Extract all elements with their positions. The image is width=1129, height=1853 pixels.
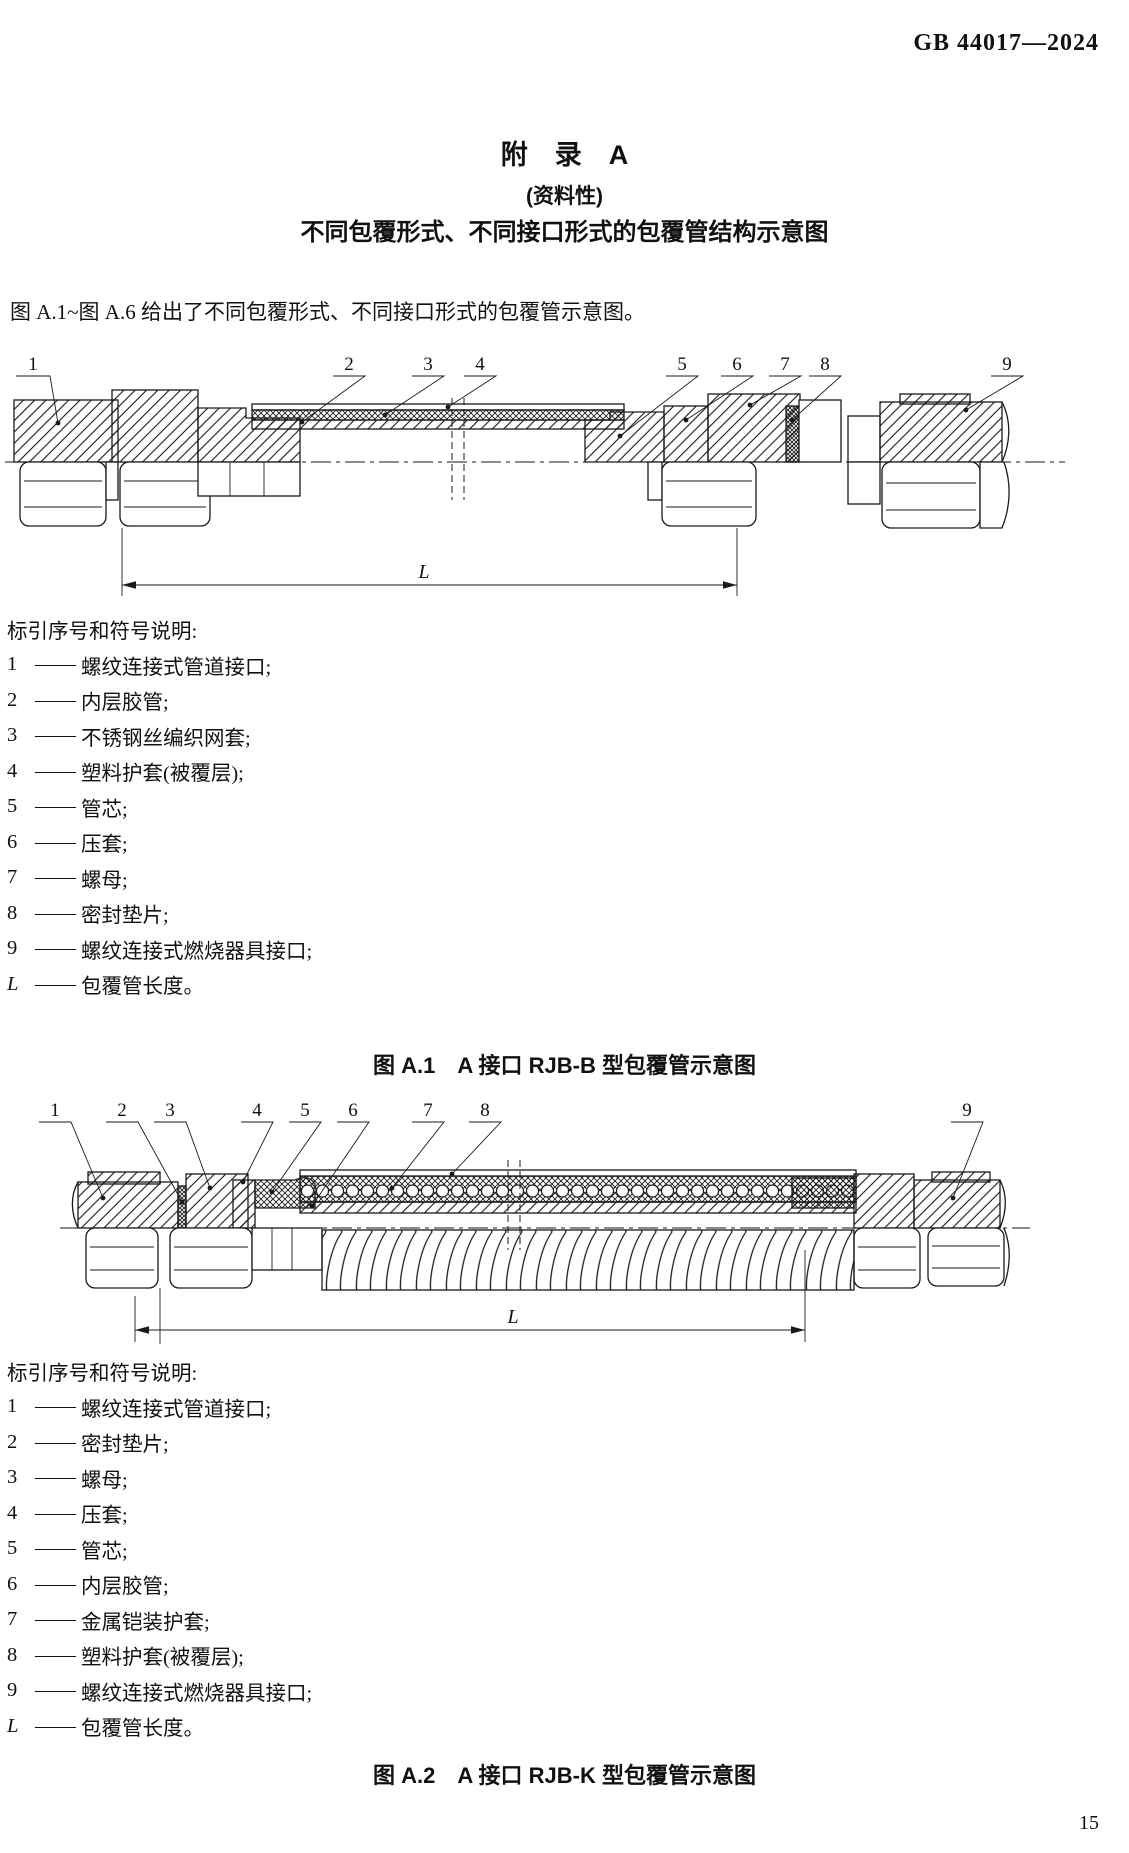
fig2-callout-4: 4	[252, 1100, 262, 1121]
legend-item: 2——内层胶管;	[7, 688, 169, 715]
fig1-callout-8: 8	[820, 354, 830, 375]
fig2-callouts: 1 2 3 4 5 6 7 8 9	[39, 1100, 984, 1209]
legend-item: 9——螺纹连接式燃烧器具接口;	[7, 1679, 313, 1705]
fig1-callout-2: 2	[344, 354, 354, 375]
legend-item: L——包覆管长度。	[7, 1714, 204, 1741]
fig1-dim-label: L	[417, 561, 429, 583]
figure-a1-diagram: L 1 2 3 4 5 6 7 8 9	[5, 354, 1065, 596]
figure-a2-diagram: L 1 2 3 4 5 6 7 8 9	[39, 1100, 1030, 1344]
legend-item: 6——压套;	[7, 830, 128, 857]
fig2-right-end-fitting	[791, 1171, 1006, 1229]
legend-item: 8——密封垫片;	[7, 901, 169, 928]
appendix-kind: (资料性)	[526, 185, 603, 208]
fig2-break-marks	[507, 1160, 521, 1250]
legend-item: 3——不锈钢丝编织网套;	[7, 724, 251, 750]
fig2-legend-title: 标引序号和符号说明:	[7, 1362, 198, 1385]
fig1-hex-nuts	[19, 461, 1010, 529]
legend-item: 2——密封垫片;	[7, 1430, 169, 1457]
fig1-caption: 图 A.1 A 接口 RJB-B 型包覆管示意图	[373, 1053, 756, 1078]
fig2-callout-5: 5	[300, 1100, 310, 1121]
fig1-legend: 标引序号和符号说明: 1——螺纹连接式管道接口; 2——内层胶管; 3——不锈钢…	[7, 610, 312, 1002]
fig2-callout-8: 8	[480, 1100, 490, 1121]
appendix-title: 不同包覆形式、不同接口形式的包覆管结构示意图	[300, 219, 829, 246]
legend-item: 8——塑料护套(被覆层);	[7, 1643, 244, 1670]
fig1-callout-3: 3	[423, 354, 433, 375]
fig1-callout-9: 9	[1002, 354, 1012, 375]
fig1-callouts: 1 2 3 4 5 6 7 8 9	[16, 354, 1025, 439]
legend-item: 7——金属铠装护套;	[7, 1608, 210, 1634]
fig1-length-dimension: L	[121, 528, 738, 596]
fig2-left-fitting	[71, 1171, 316, 1229]
fig1-appliance-fitting	[847, 393, 1010, 463]
legend-item: 1——螺纹连接式管道接口;	[7, 653, 272, 679]
fig2-legend: 标引序号和符号说明: 1——螺纹连接式管道接口; 2——密封垫片; 3——螺母;…	[7, 1352, 312, 1744]
fig2-corrugated-hose-exterior	[321, 1229, 855, 1291]
legend-item: 5——管芯;	[7, 795, 128, 821]
fig2-callout-3: 3	[165, 1100, 175, 1121]
fig2-callout-7: 7	[423, 1100, 433, 1121]
fig1-callout-6: 6	[732, 354, 742, 375]
appendix-label: 附 录 A	[500, 140, 629, 170]
legend-item: 6——内层胶管;	[7, 1572, 169, 1599]
fig2-length-dimension: L	[134, 1250, 806, 1342]
fig2-hose-layers	[299, 1169, 857, 1214]
fig2-caption: 图 A.2 A 接口 RJB-K 型包覆管示意图	[373, 1763, 756, 1788]
fig1-callout-5: 5	[677, 354, 687, 375]
fig1-hose-layers	[251, 403, 625, 430]
fig1-legend-title: 标引序号和符号说明:	[7, 620, 198, 643]
legend-item: 9——螺纹连接式燃烧器具接口;	[7, 937, 313, 963]
legend-item: 4——塑料护套(被覆层);	[7, 759, 244, 786]
legend-item: 7——螺母;	[7, 866, 128, 892]
legend-item: 4——压套;	[7, 1501, 128, 1528]
intro-paragraph: 图 A.1~图 A.6 给出了不同包覆形式、不同接口形式的包覆管示意图。	[10, 300, 645, 324]
legend-item: 1——螺纹连接式管道接口;	[7, 1395, 272, 1421]
fig2-hex-nuts	[85, 1227, 1010, 1344]
fig1-callout-4: 4	[475, 354, 485, 375]
fig1-break-marks	[451, 398, 465, 500]
fig2-callout-9: 9	[962, 1100, 972, 1121]
legend-item: 3——螺母;	[7, 1466, 128, 1492]
page-number: 15	[1079, 1812, 1099, 1834]
fig1-callout-1: 1	[28, 354, 38, 375]
fig2-callout-2: 2	[117, 1100, 127, 1121]
legend-item: 5——管芯;	[7, 1537, 128, 1563]
legend-item: L——包覆管长度。	[7, 972, 204, 999]
fig2-callout-1: 1	[50, 1100, 60, 1121]
fig1-right-end-fitting	[584, 393, 842, 463]
fig1-callout-7: 7	[780, 354, 790, 375]
standard-code-header: GB 44017—2024	[913, 30, 1099, 56]
fig2-callout-6: 6	[348, 1100, 358, 1121]
fig2-dim-label: L	[506, 1306, 518, 1328]
